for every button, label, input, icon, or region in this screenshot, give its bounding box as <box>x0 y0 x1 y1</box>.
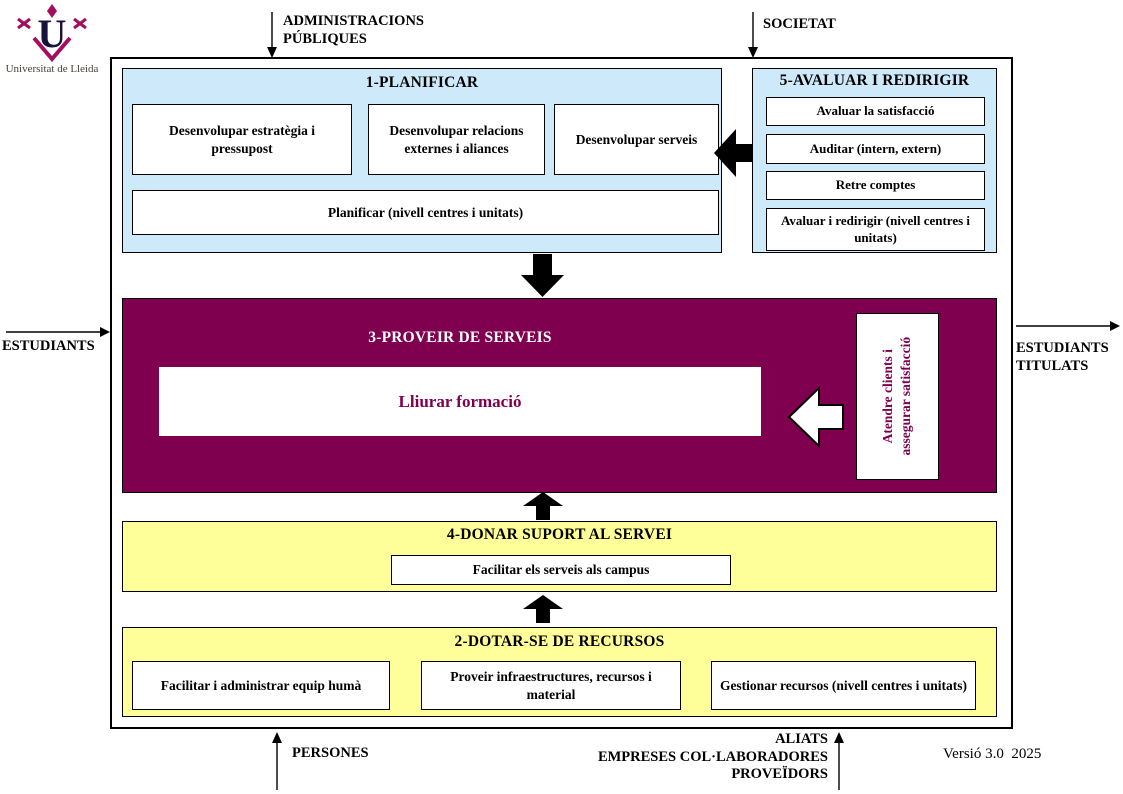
process-box: Avaluar la satisfacció <box>766 97 985 126</box>
societat-down-arrow-icon <box>746 12 760 58</box>
persones-up-arrow-icon <box>270 732 284 790</box>
atendre-clients-box: Atendre clients i assegurar satisfacció <box>856 313 939 480</box>
section-planificar: 1-PLANIFICAR Desenvolupar estratègia i p… <box>122 68 722 253</box>
process-box: Facilitar i administrar equip humà <box>132 661 390 710</box>
aliats-label: ALIATS EMPRESES COL·LABORADORES PROVEÏDO… <box>520 731 828 784</box>
process-box: Planificar (nivell centres i unitats) <box>132 190 719 235</box>
white-left-arrow-icon <box>787 384 846 450</box>
version-label: Versió 3.0 2025 <box>943 746 1042 762</box>
aliats-up-arrow-icon <box>832 732 846 790</box>
section-suport: 4-DONAR SUPORT AL SERVEI Facilitar els s… <box>122 521 997 592</box>
admin-down-arrow-icon <box>265 12 279 58</box>
titulats-line1: ESTUDIANTS <box>1016 340 1109 356</box>
section-proveir-title: 3-PROVEIR DE SERVEIS <box>368 329 552 346</box>
estudiants-label: ESTUDIANTS <box>2 338 95 354</box>
section-proveir: 3-PROVEIR DE SERVEIS Lliurar formació At… <box>122 298 997 493</box>
section-avaluar-title: 5-AVALUAR I REDIRIGIR <box>779 72 970 89</box>
section-avaluar: 5-AVALUAR I REDIRIGIR Avaluar la satisfa… <box>752 68 997 253</box>
titulats-line2: TITULATS <box>1016 357 1089 374</box>
atendre-clients-line2: assegurar satisfacció <box>898 337 914 456</box>
up-arrow-icon <box>523 595 563 623</box>
process-box: Desenvolupar estratègia i pressupost <box>132 104 352 175</box>
university-logo-caption: Universitat de Lleida <box>5 63 99 75</box>
section-recursos-title: 2-DOTAR-SE DE RECURSOS <box>454 633 665 650</box>
up-arrow-icon <box>523 492 563 520</box>
process-box: Gestionar recursos (nivell centres i uni… <box>711 661 976 710</box>
aliats-line2: EMPRESES COL·LABORADORES <box>597 748 828 765</box>
process-box: Desenvolupar relacions externes i alianc… <box>368 104 545 175</box>
titulats-right-arrow-icon <box>1016 320 1120 332</box>
process-box: Auditar (intern, extern) <box>766 134 985 164</box>
section-planificar-title: 1-PLANIFICAR <box>365 74 479 91</box>
university-logo-icon: U <box>12 4 92 62</box>
societat-label: SOCIETAT <box>763 16 836 32</box>
atendre-clients-text: Atendre clients i assegurar satisfacció <box>879 337 915 456</box>
process-box: Avaluar i redirigir (nivell centres i un… <box>766 208 985 251</box>
process-box: Desenvolupar serveis <box>554 104 719 175</box>
feedback-left-arrow-icon <box>714 129 753 177</box>
aliats-line3: PROVEÏDORS <box>731 766 828 783</box>
aliats-line1: ALIATS <box>775 731 828 747</box>
section-recursos: 2-DOTAR-SE DE RECURSOS Facilitar i admin… <box>122 627 997 717</box>
atendre-clients-line1: Atendre clients i <box>880 349 896 444</box>
estudiants-right-arrow-icon <box>6 326 110 338</box>
lliurar-formacio-box: Lliurar formació <box>159 367 761 436</box>
big-down-arrow-icon <box>521 254 564 297</box>
process-box: Proveir infraestructures, recursos i mat… <box>421 661 681 710</box>
section-suport-title: 4-DONAR SUPORT AL SERVEI <box>446 526 673 543</box>
admin-publiques-label: ADMINISTRACIONS PÚBLIQUES <box>283 13 424 47</box>
persones-label: PERSONES <box>292 745 369 761</box>
titulats-label: ESTUDIANTS TITULATS <box>1016 340 1109 375</box>
process-box: Retre comptes <box>766 171 985 200</box>
process-box: Facilitar els serveis als campus <box>391 555 731 585</box>
